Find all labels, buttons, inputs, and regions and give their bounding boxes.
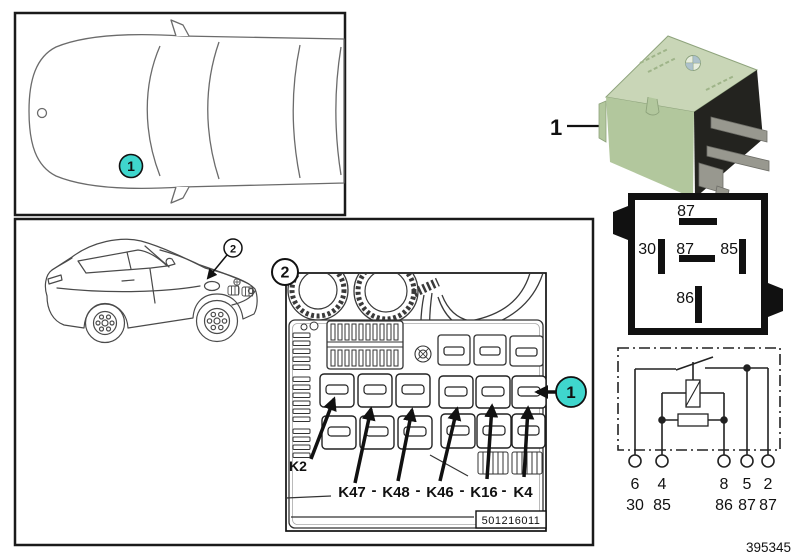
relay-grid <box>319 373 547 450</box>
rear-wheel <box>84 302 126 344</box>
callout-2-inset-circle <box>271 258 299 286</box>
pin-85-label: 85 <box>720 241 738 258</box>
relay-side-notch <box>598 100 607 143</box>
k2-label: K2 <box>289 458 307 474</box>
relay-pointer-arrows <box>309 396 535 484</box>
switch-blade <box>675 356 714 371</box>
relay-labels: K2 K47 - K48 - K46 - K16 - K4 <box>289 458 533 501</box>
windshield-rear-edge <box>207 41 220 180</box>
right-mount-tab <box>768 283 783 317</box>
k48-label: K48 <box>382 484 410 501</box>
callout-2-inset-label: 2 <box>281 265 290 282</box>
fusebox-id-text: 501216011 <box>482 515 541 527</box>
car-three-quarter-illustration <box>44 238 258 344</box>
left-mirror <box>170 19 190 37</box>
terminal-30: 30 <box>626 497 644 514</box>
pin-diagram: 87 30 87 85 86 <box>613 193 783 335</box>
rear-window-edge <box>292 44 301 179</box>
callout-1-top: 1 <box>118 153 144 179</box>
terminal-87a: 87 <box>738 497 756 514</box>
schematic-circuit <box>628 356 775 468</box>
grille-kidneys <box>227 278 254 297</box>
rear-window-edge-2 <box>335 46 342 176</box>
front-wheel <box>195 299 239 343</box>
relay-front-face <box>606 97 694 198</box>
schematic-pin-numbers: 6 4 8 5 2 <box>631 476 773 493</box>
pin-30-bar <box>658 239 665 274</box>
callout-2-car: 2 <box>206 238 243 280</box>
label-separator: - <box>416 482 421 499</box>
label-separator: - <box>460 482 465 499</box>
top-view-car-illustration <box>28 19 345 204</box>
left-fuse-column <box>292 321 319 458</box>
terminal-85: 85 <box>653 497 671 514</box>
pin-number-4: 4 <box>658 476 667 493</box>
leader-line <box>285 495 332 499</box>
pin-87-top-bar <box>679 218 717 225</box>
k16-arrow <box>484 403 499 480</box>
pin-number-6: 6 <box>631 476 640 493</box>
relay-top-roundel-icon <box>685 55 701 71</box>
k46-label: K46 <box>426 484 454 501</box>
schematic-terminal-numbers: 30 85 86 87 87 <box>626 497 777 514</box>
top-view-panel: 1 <box>13 11 347 217</box>
pin-87-top-label: 87 <box>677 203 695 220</box>
k4-label: K4 <box>513 484 533 501</box>
k4-arrow <box>520 405 535 478</box>
callout-1-top-label: 1 <box>127 158 135 174</box>
headlight <box>203 280 221 292</box>
k47-label: K47 <box>338 484 366 501</box>
relay-photo: 1 <box>550 35 770 214</box>
resistor-symbol <box>677 413 709 427</box>
label-separator: - <box>502 482 507 499</box>
callout-2-car-circle <box>223 238 243 258</box>
relay-terminal-face <box>694 70 763 198</box>
terminal-86: 86 <box>715 497 733 514</box>
relay-photo-callout-label: 1 <box>550 115 562 140</box>
part-number-box: 501216011 <box>475 510 547 529</box>
pin-number-2: 2 <box>764 476 773 493</box>
pin-87-center-bar <box>679 255 715 262</box>
fusebox-inset: K2 K47 - K48 - K46 - K16 - K4 501216011 … <box>271 258 587 532</box>
callout-2-car-label: 2 <box>230 244 236 256</box>
callout-2-arrow <box>206 254 228 280</box>
k2-arrow <box>309 396 337 460</box>
windshield-front-edge <box>146 45 161 177</box>
k48-arrow <box>396 407 417 482</box>
callout-1-inset-label: 1 <box>566 383 575 402</box>
k16-label: K16 <box>470 484 498 501</box>
pin-30-label: 30 <box>638 241 656 258</box>
k47-arrow <box>353 406 376 484</box>
fuse-strip-block <box>326 320 404 370</box>
k46-arrow <box>438 406 462 482</box>
location-panel: 2 <box>13 217 595 547</box>
circuit-schematic: 6 4 8 5 2 30 85 86 87 87 <box>617 347 781 514</box>
terminal-circles <box>628 454 775 468</box>
callout-1-inset: 1 <box>534 376 587 408</box>
pin-diagram-labels: 87 30 87 85 86 <box>638 203 746 323</box>
ribbed-connector <box>412 277 440 298</box>
pin-number-5: 5 <box>743 476 752 493</box>
callout-1-inset-circle <box>555 376 587 408</box>
callout-2-inset: 2 <box>271 258 299 286</box>
pin-86-label: 86 <box>676 290 694 307</box>
label-separator: - <box>372 482 377 499</box>
callout-1-top-circle <box>118 153 144 179</box>
schematic-frame <box>617 347 781 451</box>
top-right-connector-row <box>437 334 544 367</box>
left-mount-tab <box>613 206 628 240</box>
pin-86-bar <box>695 286 702 323</box>
relay-top-print <box>639 48 735 91</box>
relay-latch <box>645 96 660 116</box>
right-mirror <box>170 186 190 204</box>
terminal-87b: 87 <box>759 497 777 514</box>
pin-85-bar <box>739 239 746 274</box>
mount-bolt <box>414 345 432 363</box>
pin-number-8: 8 <box>720 476 729 493</box>
pin-87-center-label: 87 <box>676 241 694 258</box>
doc-number: 395345 <box>746 540 791 555</box>
hood-emblem <box>36 107 48 119</box>
